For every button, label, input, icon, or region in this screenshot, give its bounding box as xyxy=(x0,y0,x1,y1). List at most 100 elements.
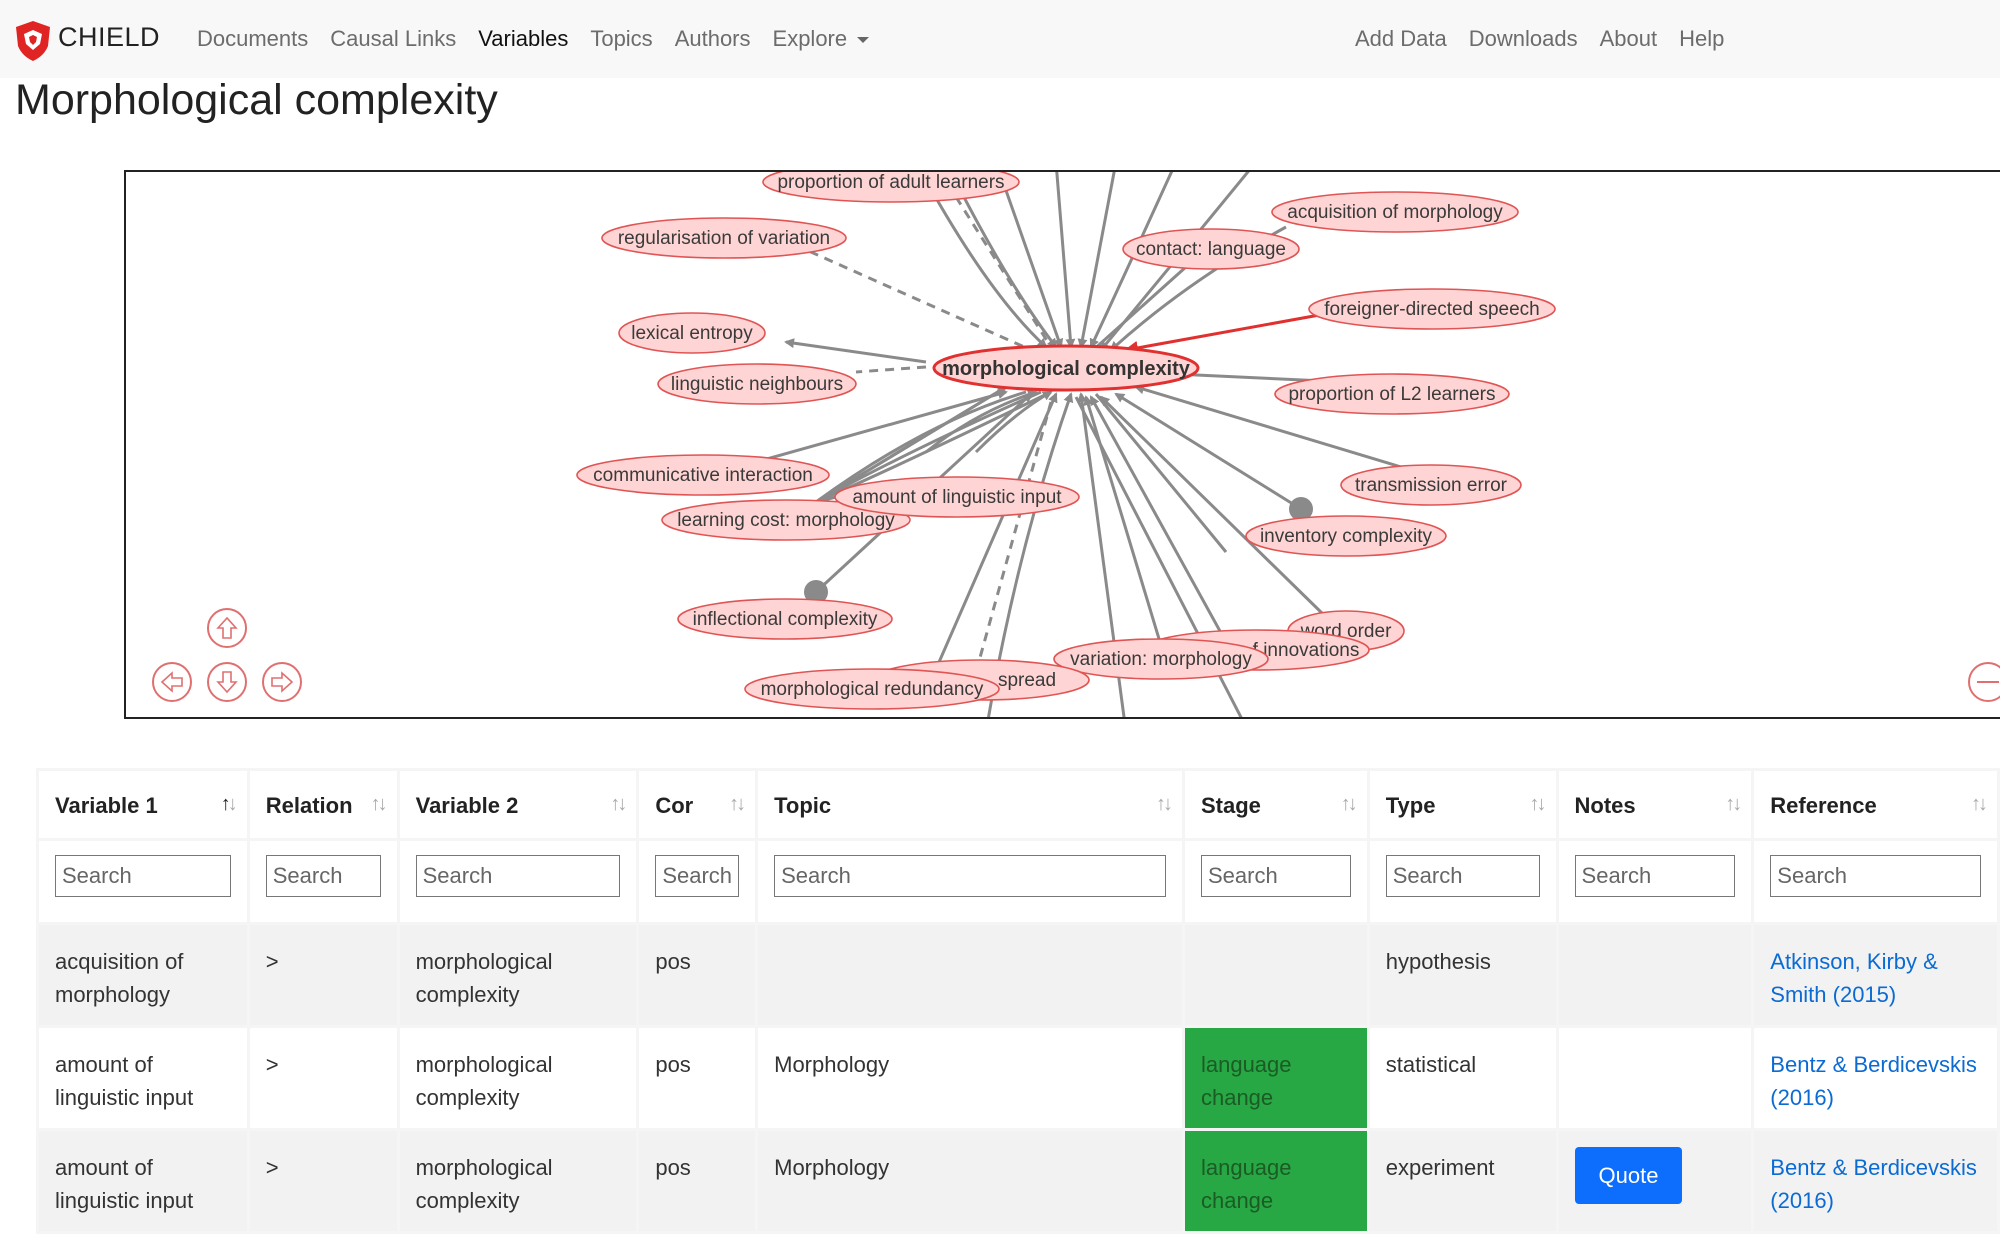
nav-right: Add Data Downloads About Help xyxy=(1344,0,1735,78)
col-header-stage[interactable]: Stage ↑↓ xyxy=(1181,768,1370,841)
table-row[interactable]: acquisition of morphology > morphologica… xyxy=(36,922,2000,1028)
chevron-down-icon xyxy=(857,37,870,44)
reference-link[interactable]: Bentz & Berdicevskis (2016) xyxy=(1770,1155,1977,1213)
graph-nodes[interactable]: proportion of adult learners regularisat… xyxy=(576,172,1556,710)
node-contact-language[interactable]: contact: language xyxy=(1122,228,1300,270)
nav-help[interactable]: Help xyxy=(1679,26,1725,51)
sort-icon[interactable]: ↑↓ xyxy=(1725,793,1742,815)
node-morphological-redundancy[interactable]: morphological redundancy xyxy=(744,668,1000,710)
cell-type: experiment xyxy=(1366,1128,1559,1234)
causal-links-table: Variable 1↑↓ Relation↑↓ Variable 2 ↑↓ Cor… xyxy=(36,768,2000,1234)
table-row[interactable]: amount of linguistic input > morphologic… xyxy=(36,1025,2000,1131)
nav-topics[interactable]: Topics xyxy=(590,26,653,51)
reference-link[interactable]: Bentz & Berdicevskis (2016) xyxy=(1770,1052,1977,1110)
cell-variable-1[interactable]: acquisition of morphology xyxy=(36,922,250,1028)
node-morphological-complexity-central[interactable]: morphological complexity xyxy=(932,344,1200,392)
node-communicative-interaction[interactable]: communicative interaction xyxy=(576,454,830,496)
cell-variable-2[interactable]: morphological complexity xyxy=(396,1128,640,1234)
filter-row xyxy=(36,838,2000,925)
col-header-notes[interactable]: Notes↑↓ xyxy=(1555,768,1755,841)
filter-cell xyxy=(1555,838,1755,925)
quote-button[interactable]: Quote xyxy=(1574,1147,1683,1204)
col-header-variable-2[interactable]: Variable 2 ↑↓ xyxy=(396,768,640,841)
col-header-variable-1[interactable]: Variable 1↑↓ xyxy=(36,768,250,841)
pan-left-icon[interactable] xyxy=(152,662,192,702)
node-label: acquisition of morphology xyxy=(1287,202,1503,223)
sort-asc-icon[interactable]: ↑↓ xyxy=(220,793,238,815)
col-header-topic[interactable]: Topic↑↓ xyxy=(755,768,1185,841)
cell-type: hypothesis xyxy=(1366,922,1559,1028)
node-label: inflectional complexity xyxy=(693,609,878,630)
col-header-label: Cor xyxy=(655,793,694,818)
col-header-cor[interactable]: Cor ↑↓ xyxy=(636,768,759,841)
network-graph[interactable]: proportion of adult learners regularisat… xyxy=(124,170,2000,719)
col-header-reference[interactable]: Reference↑↓ xyxy=(1751,768,2000,841)
nav-explore-label: Explore xyxy=(772,26,848,51)
brand-name[interactable]: CHIELD xyxy=(58,22,161,52)
nav-explore-dropdown[interactable]: Explore xyxy=(762,26,881,52)
nav-downloads[interactable]: Downloads xyxy=(1468,26,1578,51)
cell-reference: Bentz & Berdicevskis (2016) xyxy=(1751,1025,2000,1131)
cell-variable-2[interactable]: morphological complexity xyxy=(396,922,640,1028)
sort-icon[interactable]: ↑↓ xyxy=(370,793,388,815)
search-input-topic[interactable] xyxy=(774,855,1166,897)
nav-add-data[interactable]: Add Data xyxy=(1355,26,1447,51)
search-input-cor[interactable] xyxy=(655,855,740,897)
search-input-variable-1[interactable] xyxy=(55,855,231,897)
network-canvas[interactable]: proportion of adult learners regularisat… xyxy=(126,172,2000,719)
col-header-type[interactable]: Type↑↓ xyxy=(1366,768,1559,841)
node-regularisation-of-variation[interactable]: regularisation of variation xyxy=(601,217,847,259)
search-input-notes[interactable] xyxy=(1574,855,1736,897)
node-proportion-of-l2-learners[interactable]: proportion of L2 learners xyxy=(1274,373,1510,415)
node-inventory-complexity[interactable]: inventory complexity xyxy=(1245,515,1447,557)
cell-stage: language change xyxy=(1181,1128,1370,1234)
sort-icon[interactable]: ↑↓ xyxy=(610,793,627,815)
search-input-reference[interactable] xyxy=(1770,855,1981,897)
pan-right-icon[interactable] xyxy=(262,662,302,702)
nav-variables[interactable]: Variables xyxy=(478,26,569,51)
sort-icon[interactable]: ↑↓ xyxy=(1340,793,1358,815)
pan-up-icon[interactable] xyxy=(207,608,247,648)
sort-icon[interactable]: ↑↓ xyxy=(729,793,746,815)
col-header-label: Stage xyxy=(1200,793,1261,818)
node-label: linguistic neighbours xyxy=(671,374,843,395)
search-input-stage[interactable] xyxy=(1200,855,1351,897)
sort-icon[interactable]: ↑↓ xyxy=(1971,793,1988,815)
shield-logo-icon[interactable] xyxy=(14,20,52,62)
nav-documents[interactable]: Documents xyxy=(197,26,309,51)
node-learning-cost-morphology[interactable]: learning cost: morphology xyxy=(661,499,911,541)
node-transmission-error[interactable]: transmission error xyxy=(1340,464,1522,506)
node-amount-of-linguistic-input[interactable]: amount of linguistic input xyxy=(834,476,1080,518)
cell-cor: pos xyxy=(636,1128,759,1234)
filter-cell xyxy=(1751,838,2000,925)
node-linguistic-neighbours[interactable]: linguistic neighbours xyxy=(657,363,857,405)
node-lexical-entropy[interactable]: lexical entropy xyxy=(618,312,766,354)
zoom-out-icon[interactable] xyxy=(1968,662,2000,702)
nav-about[interactable]: About xyxy=(1599,26,1658,51)
sort-icon[interactable]: ↑↓ xyxy=(1529,793,1547,815)
node-foreigner-directed-speech[interactable]: foreigner-directed speech xyxy=(1308,288,1556,330)
filter-cell xyxy=(755,838,1185,925)
search-input-type[interactable] xyxy=(1385,855,1540,897)
cell-variable-1[interactable]: amount of linguistic input xyxy=(36,1128,250,1234)
sort-icon[interactable]: ↑↓ xyxy=(1155,793,1173,815)
nav-authors[interactable]: Authors xyxy=(674,26,751,51)
table-row[interactable]: amount of linguistic input > morphologic… xyxy=(36,1128,2000,1234)
cell-variable-2[interactable]: morphological complexity xyxy=(396,1025,640,1131)
node-label-central: morphological complexity xyxy=(942,358,1191,380)
node-label: learning cost: morphology xyxy=(677,510,895,531)
node-variation-morphology[interactable]: variation: morphology xyxy=(1053,638,1269,680)
node-acquisition-of-morphology[interactable]: acquisition of morphology xyxy=(1271,191,1519,233)
reference-link[interactable]: Atkinson, Kirby & Smith (2015) xyxy=(1770,949,1938,1007)
search-input-relation[interactable] xyxy=(265,855,381,897)
cell-cor: pos xyxy=(636,1025,759,1131)
node-proportion-of-adult-learners[interactable]: proportion of adult learners xyxy=(762,172,1020,203)
search-input-variable-2[interactable] xyxy=(415,855,621,897)
nav-causal-links[interactable]: Causal Links xyxy=(330,26,457,51)
node-label: inventory complexity xyxy=(1260,526,1433,547)
col-header-relation[interactable]: Relation↑↓ xyxy=(246,768,400,841)
node-inflectional-complexity[interactable]: inflectional complexity xyxy=(677,598,893,640)
cell-variable-1[interactable]: amount of linguistic input xyxy=(36,1025,250,1131)
pan-down-icon[interactable] xyxy=(207,662,247,702)
col-header-label: Variable 2 xyxy=(415,793,519,818)
